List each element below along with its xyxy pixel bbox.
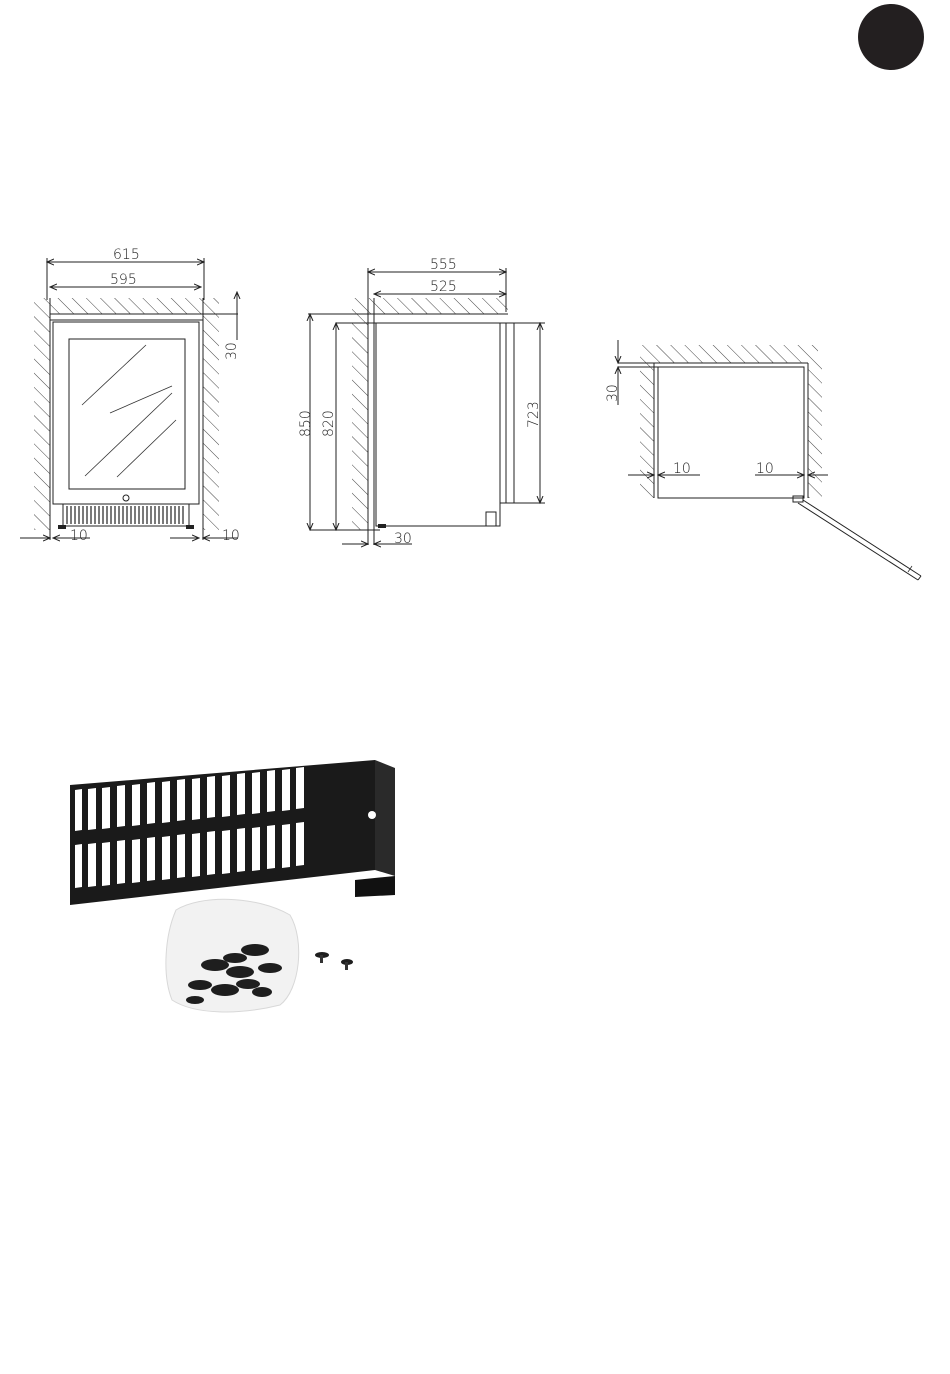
- appliance-top-outline: [658, 367, 804, 498]
- plinth-kit-photo: [70, 760, 395, 1012]
- foot-left: [58, 525, 66, 529]
- side-unit-depth-label: 525: [430, 279, 457, 295]
- rear-wall-hatch: [352, 298, 368, 530]
- front-vent-grille: [63, 504, 189, 526]
- side-view-diagram: 555 525 850 820 723 30: [298, 257, 545, 547]
- front-unit-width-label: 595: [110, 272, 137, 288]
- top-view-rear-hatch: [640, 345, 818, 363]
- lock-icon: [123, 495, 129, 501]
- left-wall-hatch: [34, 298, 50, 530]
- plinth-vent-panel-icon: [70, 760, 395, 905]
- top-view-left-hatch: [640, 363, 654, 498]
- top-right-gap-label: 10: [756, 461, 774, 477]
- side-rear-gap-label: 30: [394, 531, 412, 547]
- side-unit-height-label: 820: [321, 410, 337, 437]
- side-door-height-label: 723: [526, 401, 542, 428]
- top-view-right-hatch: [808, 363, 822, 498]
- right-wall-hatch: [203, 298, 219, 530]
- appliance-side-body: [376, 323, 500, 526]
- front-left-gap-label: 10: [70, 528, 88, 544]
- side-overall-height-label: 850: [298, 410, 314, 437]
- front-overall-width-label: 615: [113, 247, 140, 263]
- top-left-gap-label: 10: [673, 461, 691, 477]
- foot-right: [186, 525, 194, 529]
- door-handle-profile: [506, 323, 514, 503]
- screw-bag-icon: [166, 899, 299, 1012]
- top-rear-gap-label: 30: [605, 384, 621, 402]
- top-view-diagram: 30 10 10: [605, 340, 921, 580]
- appliance-front-body: [53, 322, 199, 504]
- vent-slots: [67, 506, 183, 524]
- ceiling-hatch: [368, 298, 508, 314]
- door-profile: [500, 323, 506, 503]
- glass-door-window: [69, 339, 185, 489]
- front-top-gap-label: 30: [224, 342, 240, 360]
- front-right-gap-label: 10: [222, 528, 240, 544]
- screw-icon: [315, 952, 353, 970]
- side-overall-depth-label: 555: [430, 257, 457, 273]
- front-view-diagram: 615 595 30 10 10: [20, 247, 240, 544]
- top-wall-hatch: [50, 298, 203, 314]
